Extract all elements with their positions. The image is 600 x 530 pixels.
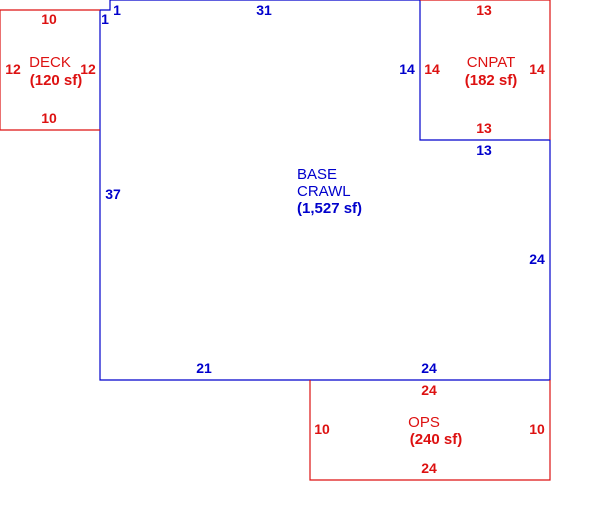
base-crawl-area: (1,527 sf) (297, 200, 362, 217)
base-notch-top-dim: 1 (113, 2, 121, 18)
deck-area: (120 sf) (30, 72, 83, 89)
ops-left-dim: 10 (314, 421, 330, 437)
base-right-dim: 24 (529, 251, 545, 267)
base-notch-side-dim: 1 (101, 11, 109, 27)
cnpat-area: (182 sf) (465, 72, 518, 89)
ops-top-dim: 24 (421, 382, 437, 398)
base-bottom-left-dim: 21 (196, 360, 212, 376)
cnpat-right-dim: 14 (529, 61, 545, 77)
deck-top-dim: 10 (41, 11, 57, 27)
base-crawl-name-line2: CRAWL (297, 183, 351, 200)
base-cnpat-side-dim: 14 (399, 61, 415, 77)
ops-outline (309, 380, 551, 481)
deck-left-dim: 12 (5, 61, 21, 77)
deck-right-dim: 12 (80, 61, 96, 77)
ops-area: (240 sf) (410, 431, 463, 448)
base-cnpat-bottom-dim: 13 (476, 142, 492, 158)
deck-name: DECK (29, 54, 71, 71)
cnpat-name: CNPAT (467, 54, 516, 71)
base-top-dim: 31 (256, 2, 272, 18)
cnpat-top-dim: 13 (476, 2, 492, 18)
base-crawl-outline (99, 0, 551, 381)
base-crawl-name-line1: BASE (297, 166, 337, 183)
deck-outline (0, 9, 100, 131)
base-bottom-right-dim: 24 (421, 360, 437, 376)
base-left-dim: 37 (105, 186, 121, 202)
cnpat-bottom-dim: 13 (476, 120, 492, 136)
deck-bottom-dim: 10 (41, 110, 57, 126)
cnpat-outline (420, 0, 551, 140)
cnpat-left-dim: 14 (424, 61, 440, 77)
ops-name: OPS (408, 414, 440, 431)
ops-bottom-dim: 24 (421, 460, 437, 476)
ops-right-dim: 10 (529, 421, 545, 437)
